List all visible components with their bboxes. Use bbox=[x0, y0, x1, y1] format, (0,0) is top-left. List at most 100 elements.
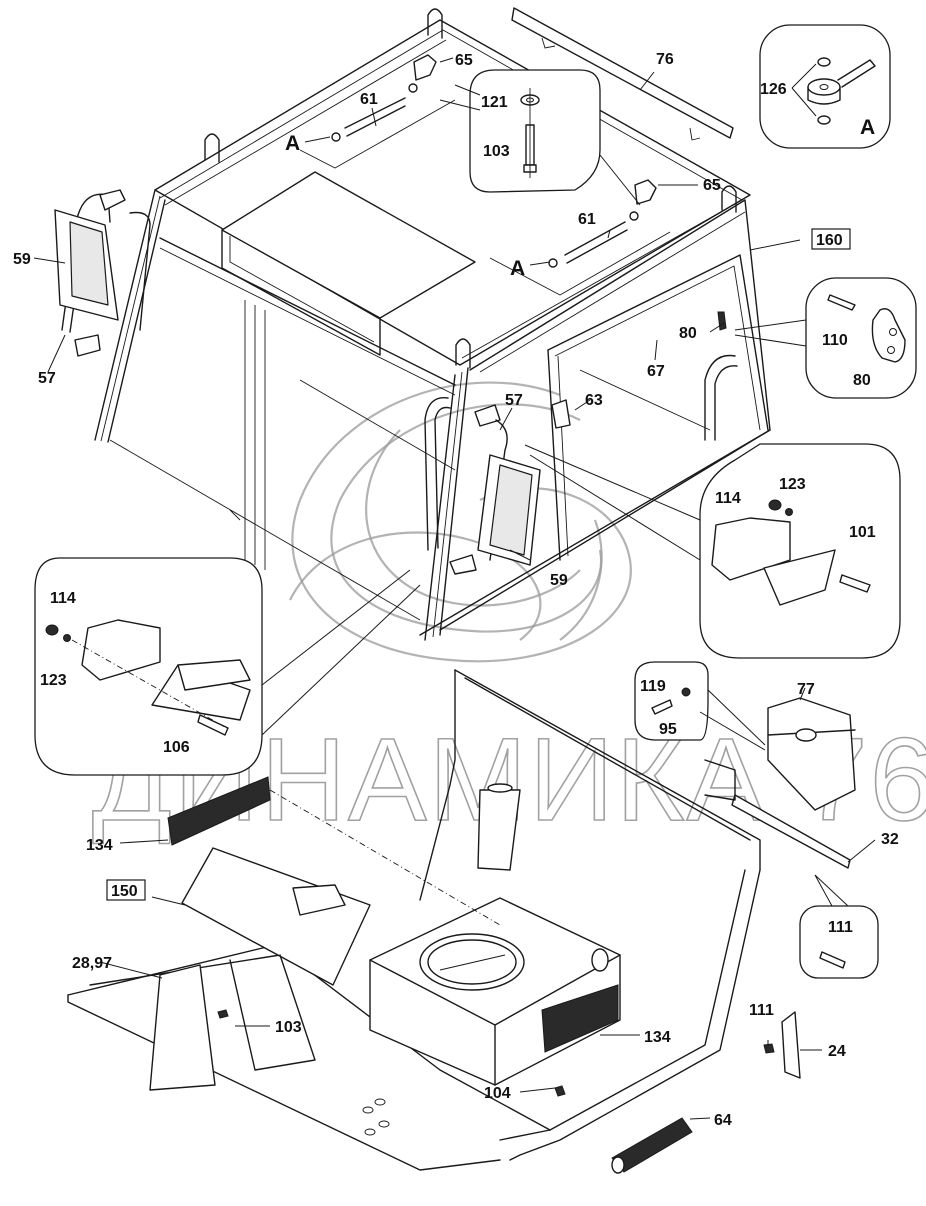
screw-111 bbox=[819, 951, 846, 969]
label-77: 77 bbox=[797, 681, 815, 698]
washer-123 bbox=[785, 508, 793, 516]
lifting-eye bbox=[721, 185, 737, 213]
detail-callout-mirror-bracket-right bbox=[524, 443, 901, 659]
label-103-floor: 103 bbox=[275, 1019, 302, 1036]
label-57-left: 57 bbox=[38, 370, 56, 387]
label-123-right: 123 bbox=[779, 476, 806, 493]
label-24: 24 bbox=[828, 1043, 846, 1060]
watermark-swirl-logo bbox=[289, 381, 632, 663]
bolt-95 bbox=[651, 699, 673, 715]
mirror-bracket-bottom bbox=[74, 334, 101, 357]
left-mirror-assembly bbox=[54, 189, 151, 357]
label-103-detail: 103 bbox=[483, 143, 510, 160]
label-67: 67 bbox=[647, 363, 665, 380]
label-126: 126 bbox=[760, 81, 787, 98]
left-pillar bbox=[94, 189, 156, 441]
cab-grab-handle bbox=[424, 396, 449, 551]
latch-63 bbox=[551, 399, 571, 429]
bolt-106 bbox=[197, 714, 229, 736]
label-61-left: 61 bbox=[360, 91, 378, 108]
label-80-detail: 80 bbox=[853, 372, 871, 389]
floor-front-left-edge bbox=[67, 944, 551, 1131]
screw-104 bbox=[554, 1085, 566, 1097]
label-160-boxed: 160 bbox=[811, 228, 851, 250]
door-handle bbox=[704, 354, 736, 441]
label-150-boxed: 150 bbox=[106, 879, 146, 901]
lifting-eye bbox=[427, 8, 443, 39]
label-65-top: 65 bbox=[455, 52, 473, 69]
washer-119 bbox=[681, 687, 691, 697]
label-76: 76 bbox=[656, 51, 674, 68]
label-134-right: 134 bbox=[644, 1029, 671, 1046]
detail-callout-110-80 bbox=[717, 277, 917, 399]
label-119: 119 bbox=[640, 678, 666, 695]
label-57-center: 57 bbox=[505, 392, 523, 409]
label-121: 121 bbox=[481, 94, 508, 111]
bracket-80-installed bbox=[717, 311, 727, 331]
label-a-right: A bbox=[510, 257, 525, 280]
label-a-left: A bbox=[285, 132, 300, 155]
center-pillar bbox=[424, 374, 456, 641]
label-150: 150 bbox=[111, 883, 138, 900]
mirror-bracket-top bbox=[99, 189, 126, 211]
label-106: 106 bbox=[163, 739, 190, 756]
bolt-110 bbox=[827, 294, 856, 311]
trim-strip-76 bbox=[511, 7, 734, 141]
plate-24 bbox=[781, 1011, 801, 1079]
mirror-bracket-bottom bbox=[449, 554, 477, 575]
label-65-right: 65 bbox=[703, 177, 721, 194]
label-61-right: 61 bbox=[578, 211, 596, 228]
box-bracket bbox=[704, 759, 736, 801]
center-mirror-assembly bbox=[424, 396, 571, 575]
label-111-floor: 111 bbox=[749, 1002, 774, 1019]
label-110: 110 bbox=[822, 332, 848, 349]
gas-strut-right bbox=[489, 211, 671, 296]
strut-bracket-65-top bbox=[413, 54, 437, 81]
label-63: 63 bbox=[585, 392, 603, 409]
mount-plate bbox=[151, 664, 251, 721]
lifting-eye bbox=[455, 338, 471, 369]
label-134-left: 134 bbox=[86, 837, 113, 854]
mount-plate bbox=[763, 549, 836, 606]
trim-strip-32 bbox=[731, 794, 851, 869]
oring-126 bbox=[817, 57, 831, 67]
mirror-mount-bracket bbox=[81, 619, 161, 681]
detail-callout-mirror-bracket-left bbox=[34, 557, 421, 776]
rear-wall-left-edge bbox=[419, 669, 456, 901]
nut-114 bbox=[45, 624, 59, 636]
label-59-center: 59 bbox=[550, 572, 568, 589]
part-labels: 65 61 A 76 121 103 126 A 59 57 65 61 A 1… bbox=[13, 51, 899, 1129]
label-114-left: 114 bbox=[50, 590, 76, 607]
label-95: 95 bbox=[659, 721, 677, 738]
bolt-103-floor bbox=[217, 1009, 229, 1019]
leader-lines bbox=[33, 57, 876, 1120]
bolt-101 bbox=[839, 574, 871, 593]
label-104: 104 bbox=[484, 1085, 511, 1102]
bracket-80 bbox=[871, 308, 906, 363]
label-28-97: 28,97 bbox=[72, 955, 112, 972]
roof-hatch bbox=[221, 171, 476, 319]
vent-grille-134-left bbox=[167, 776, 271, 846]
label-64: 64 bbox=[714, 1112, 732, 1129]
label-32: 32 bbox=[881, 831, 899, 848]
label-123-left: 123 bbox=[40, 672, 67, 689]
mirror-mount-bracket bbox=[711, 517, 791, 581]
right-door-frame bbox=[547, 254, 769, 431]
upper-cab bbox=[94, 8, 771, 641]
mirror-bracket-top bbox=[474, 404, 501, 427]
gas-strut-left bbox=[299, 83, 456, 169]
detail-a-126 bbox=[759, 24, 891, 149]
panel-150 bbox=[181, 847, 371, 986]
label-111-detail: 111 bbox=[828, 919, 853, 936]
label-80-main: 80 bbox=[679, 325, 697, 342]
floor-right-edge bbox=[509, 869, 761, 1161]
nut-114 bbox=[768, 499, 782, 511]
storage-box-77 bbox=[767, 697, 856, 811]
detail-callout-119-95 bbox=[634, 661, 766, 751]
panel-28-97 bbox=[149, 964, 216, 1091]
label-59-left: 59 bbox=[13, 251, 31, 268]
label-101: 101 bbox=[849, 524, 876, 541]
washer-123 bbox=[63, 634, 71, 642]
column-tube bbox=[477, 789, 521, 871]
